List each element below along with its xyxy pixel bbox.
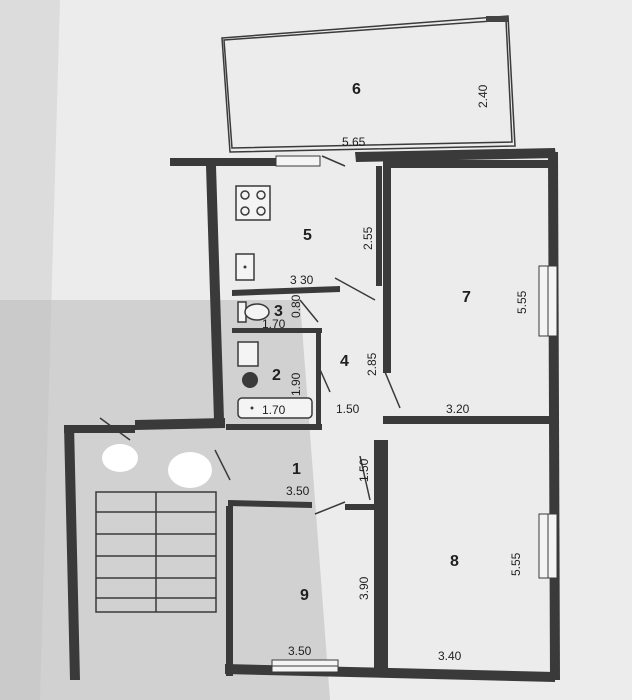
- room-8-number: 8: [450, 553, 459, 570]
- room-8-height-label: 5.55: [509, 552, 523, 576]
- room-6-height-label: 2.40: [476, 84, 490, 108]
- toilet-icon: [237, 301, 270, 323]
- redacted-blobs: [102, 444, 212, 488]
- room-5-height-label: 2.55: [361, 226, 375, 250]
- room-2-height-label: 1.90: [289, 372, 303, 396]
- room-4-height-label: 2.85: [365, 352, 379, 376]
- room-3-width-label: 1.70: [262, 317, 286, 331]
- kitchen-sink-icon: [235, 253, 255, 281]
- water-heater-icon: [242, 372, 258, 388]
- room-2-number: 2: [272, 367, 281, 384]
- room-2-width-label: 1.70: [262, 403, 286, 417]
- doors: [99, 155, 401, 515]
- photo-shadow: [0, 300, 330, 700]
- room-9-width-label: 3.50: [288, 644, 312, 658]
- room-5-width-label: 3 30: [290, 273, 314, 287]
- stove-icon: [235, 185, 271, 221]
- room-7-width-label: 3.20: [446, 402, 470, 416]
- room-9-number: 9: [300, 587, 309, 604]
- room-7-height-label: 5.55: [515, 290, 529, 314]
- room-6-number: 6: [352, 81, 361, 98]
- balcony-room-6: [221, 15, 516, 153]
- room-4-number: 4: [340, 353, 349, 370]
- interior-walls: [226, 160, 553, 676]
- room-1-height-label: 1.50: [357, 458, 371, 482]
- room-4-width-label: 1.50: [336, 402, 360, 416]
- room-1-width-label: 3.50: [286, 484, 310, 498]
- room-6-width-label: 5.65: [342, 135, 366, 149]
- room-8-width-label: 3.40: [438, 649, 462, 663]
- room-3-number: 3: [274, 303, 283, 320]
- room-9-height-label: 3.90: [357, 576, 371, 600]
- bathroom-sink-icon: [237, 341, 259, 367]
- room-5-number: 5: [303, 227, 312, 244]
- room-7-number: 7: [462, 289, 471, 306]
- room-1-number: 1: [292, 461, 301, 478]
- room-3-height-label: 0.80: [289, 294, 303, 318]
- windows: [271, 155, 558, 673]
- bathtub-icon: [237, 397, 313, 419]
- staircase: [95, 491, 217, 613]
